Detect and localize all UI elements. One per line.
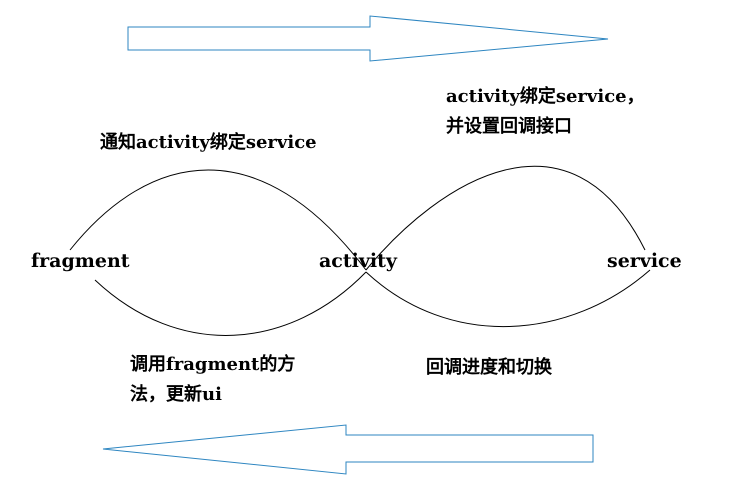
backward-arrow [102, 424, 594, 475]
edge-label-bind-service: activity绑定service，并设置回调接口 [446, 86, 645, 137]
curve-service-to-activity [365, 269, 651, 328]
curve-activity-to-service [365, 166, 646, 271]
node-fragment: fragment [31, 250, 130, 272]
curve-fragment-to-activity [69, 169, 367, 271]
edge-label-callback: 回调进度和切换 [426, 357, 552, 378]
edge-label-notify-bind: 通知activity绑定service [100, 132, 317, 153]
forward-arrow [127, 15, 609, 62]
node-activity: activity [319, 250, 397, 272]
edge-label-update-ui: 调用fragment的方法，更新ui [130, 354, 296, 405]
curve-activity-to-fragment [94, 271, 367, 336]
node-service: service [607, 250, 682, 272]
